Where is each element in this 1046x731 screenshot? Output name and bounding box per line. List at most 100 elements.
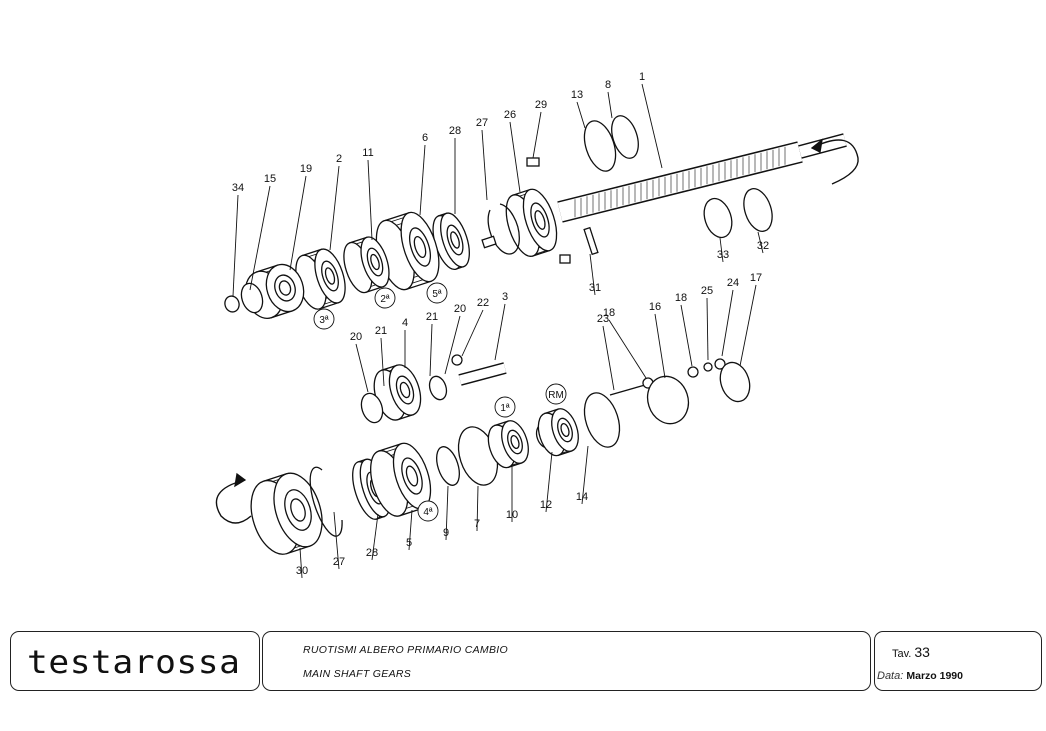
leader-line <box>509 121 521 193</box>
washer-18b <box>687 366 699 378</box>
callout-24: 24 <box>727 277 739 289</box>
gear-10 <box>487 420 529 469</box>
callout-21: 21 <box>375 325 387 337</box>
leader-line <box>602 325 615 391</box>
leader-line <box>589 253 596 296</box>
callout-23: 23 <box>597 313 609 325</box>
leader-line <box>380 337 385 387</box>
callout-1: 1 <box>639 71 645 83</box>
title-italian: RUOTISMI ALBERO PRIMARIO CAMBIO <box>303 644 508 656</box>
callout-10: 10 <box>506 509 518 521</box>
gear-label: 2ª <box>380 294 390 305</box>
gear-label-circle <box>313 308 335 330</box>
leader-line <box>445 485 449 541</box>
spacer-20b <box>428 375 448 401</box>
key-29b <box>559 254 571 264</box>
leader-line <box>299 547 303 579</box>
leader-line <box>532 111 542 159</box>
leader-line <box>608 319 647 379</box>
callout-33: 33 <box>717 249 729 261</box>
leader-line <box>706 297 709 361</box>
callout-7: 7 <box>474 518 480 530</box>
leader-line <box>576 101 586 129</box>
callout-13: 13 <box>571 89 583 101</box>
leader-line <box>419 144 426 216</box>
leader-line <box>355 343 369 393</box>
gear-label-circle <box>426 282 448 304</box>
gear-26 <box>505 188 558 257</box>
leader-line <box>249 185 271 291</box>
leader-line <box>371 513 379 561</box>
circlip-27 <box>487 203 520 255</box>
callout-12: 12 <box>540 499 552 511</box>
exploded-parts-diagram: 1234567891011121314151617181819202021212… <box>215 71 859 579</box>
leader-line <box>444 315 461 375</box>
callout-17: 17 <box>750 272 762 284</box>
gear-label: 4ª <box>423 507 433 518</box>
bearing-17 <box>719 361 751 403</box>
leader-line <box>641 83 663 169</box>
rotation-arrow-top <box>811 139 859 185</box>
callout-29: 29 <box>535 99 547 111</box>
callout-18: 18 <box>675 292 687 304</box>
callout-22: 22 <box>477 297 489 309</box>
callout-20: 20 <box>454 303 466 315</box>
brand-logo: testarossa <box>27 643 241 681</box>
bearing-14 <box>583 392 621 448</box>
callout-26: 26 <box>504 109 516 121</box>
leader-line <box>429 323 433 377</box>
leader-line <box>739 284 757 367</box>
callout-8: 8 <box>605 79 611 91</box>
callout-28: 28 <box>449 125 461 137</box>
sleeve-30 <box>250 472 323 555</box>
leader-line <box>333 511 340 570</box>
callout-11: 11 <box>362 147 373 159</box>
washer-34 <box>224 295 240 313</box>
leader-line <box>545 451 553 513</box>
gear-2 <box>295 248 346 310</box>
plate-box: Tav.33 Data: Marzo 1990 <box>874 631 1042 691</box>
rotation-arrowhead-bottom <box>234 472 247 488</box>
leader-line <box>494 303 506 361</box>
circlip-27b <box>309 466 343 537</box>
callout-27: 27 <box>476 117 488 129</box>
gear-label: 5ª <box>432 289 442 300</box>
callout-15: 15 <box>264 173 276 185</box>
callout-18: 18 <box>603 307 615 319</box>
leader-line <box>680 304 693 367</box>
callout-34: 34 <box>232 182 244 194</box>
callout-27: 27 <box>333 556 345 568</box>
washer-24 <box>714 358 726 370</box>
leader-line <box>289 175 307 271</box>
leader-line <box>721 289 734 357</box>
rotation-arrowhead-top <box>810 138 823 153</box>
nut-15 <box>240 282 264 314</box>
title-box: RUOTISMI ALBERO PRIMARIO CAMBIO MAIN SHA… <box>262 631 871 691</box>
plate-number: Tav.33 <box>892 644 930 660</box>
callout-5: 5 <box>406 537 412 549</box>
synchro-ring-28 <box>432 212 470 271</box>
callout-2: 2 <box>336 153 342 165</box>
callout-21: 21 <box>426 311 438 323</box>
callout-14: 14 <box>576 491 588 503</box>
key-29 <box>481 235 497 249</box>
gear-4 <box>373 364 422 421</box>
nut-25 <box>703 362 713 372</box>
leader-line <box>607 91 613 119</box>
leader-line <box>367 159 373 241</box>
leader-line <box>232 194 239 297</box>
pin-31 <box>583 226 599 256</box>
callout-32: 32 <box>757 240 769 252</box>
bolt-23 <box>609 384 646 396</box>
bushing-8 <box>611 115 639 159</box>
gear-11 <box>343 236 390 294</box>
spacer-16 <box>646 375 690 425</box>
leader-line <box>476 485 479 532</box>
plate-date: Data: Marzo 1990 <box>877 670 963 682</box>
brand-box: testarossa <box>10 631 260 691</box>
leader-line <box>654 313 666 379</box>
callout-9: 9 <box>443 527 449 539</box>
callout-19: 19 <box>300 163 312 175</box>
leader-line <box>461 309 484 357</box>
gear-label-circle <box>417 500 439 522</box>
